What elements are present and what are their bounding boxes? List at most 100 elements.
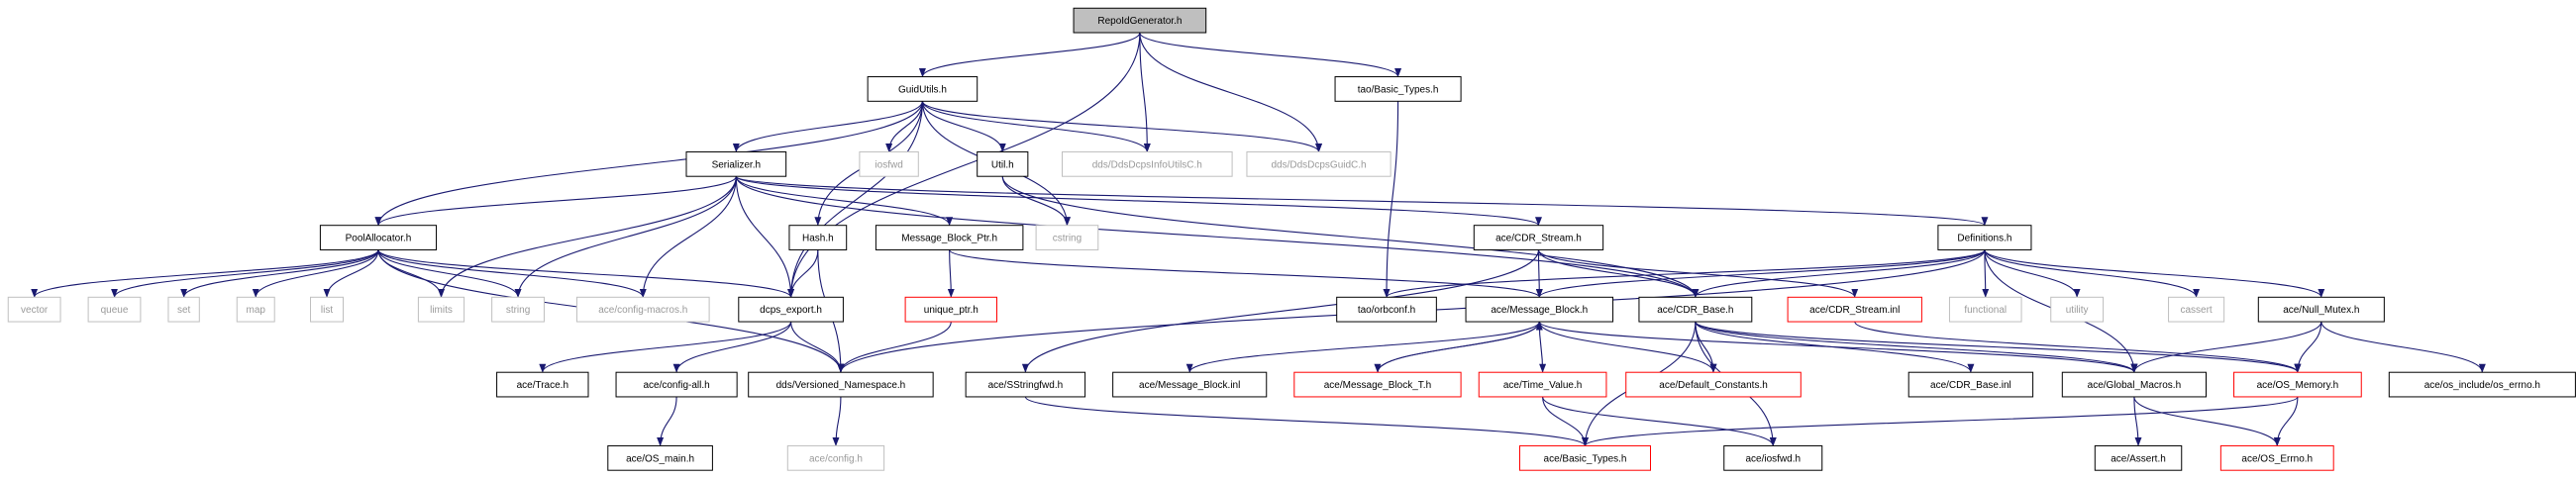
node-functional: functional bbox=[1948, 296, 2022, 323]
node-msgblock[interactable]: ace/Message_Block.h bbox=[1465, 296, 1614, 323]
edge-nullmutex-to-globalmacros bbox=[2130, 321, 2322, 373]
edge-definitions-to-utility bbox=[1984, 249, 2081, 298]
node-box bbox=[1723, 444, 1823, 471]
edge-guidutils-to-dcpsexport bbox=[787, 101, 923, 298]
node-cassert: cassert bbox=[2168, 296, 2225, 323]
node-box bbox=[685, 150, 787, 177]
node-root[interactable]: RepoIdGenerator.h bbox=[1073, 7, 1207, 34]
node-orbconf[interactable]: tao/orbconf.h bbox=[1336, 296, 1437, 323]
node-label: string bbox=[506, 305, 530, 316]
node-string: string bbox=[491, 296, 545, 323]
node-box bbox=[615, 371, 738, 398]
node-label: Definitions.h bbox=[1957, 234, 2011, 244]
node-box bbox=[2233, 371, 2362, 398]
node-limits: limits bbox=[417, 296, 465, 323]
node-configall[interactable]: ace/config-all.h bbox=[615, 371, 738, 398]
node-serializer[interactable]: Serializer.h bbox=[685, 150, 787, 177]
node-box bbox=[1907, 371, 2034, 398]
node-label: ace/os_include/os_errno.h bbox=[2424, 380, 2540, 391]
node-dds_infoutils: dds/DdsDcpsInfoUtilsC.h bbox=[1062, 150, 1233, 177]
node-label: Util.h bbox=[991, 159, 1014, 170]
node-uniqueptr[interactable]: unique_ptr.h bbox=[904, 296, 997, 323]
edge-root-to-dds_guidc bbox=[1139, 32, 1323, 152]
node-label: ace/iosfwd.h bbox=[1745, 453, 1801, 464]
edge-serializer-to-limits bbox=[438, 176, 737, 298]
node-box bbox=[1336, 296, 1437, 323]
node-basictypes[interactable]: ace/Basic_Types.h bbox=[1519, 444, 1651, 471]
node-cdrstream[interactable]: ace/CDR_Stream.h bbox=[1473, 225, 1604, 250]
edge-guidutils-to-iosfwd bbox=[885, 101, 923, 152]
node-dcpsexport[interactable]: dcps_export.h bbox=[738, 296, 844, 323]
node-cdrbase[interactable]: ace/CDR_Base.h bbox=[1638, 296, 1753, 323]
node-label: ace/Global_Macros.h bbox=[2088, 380, 2182, 391]
node-label: ace/Message_Block.h bbox=[1491, 305, 1588, 316]
edge-definitions-to-nullmutex bbox=[1984, 249, 2325, 298]
edge-hash-to-dcpsexport bbox=[787, 249, 819, 298]
node-definitions[interactable]: Definitions.h bbox=[1937, 225, 2032, 250]
node-label: ace/CDR_Stream.h bbox=[1495, 234, 1582, 244]
edge-poolalloc-to-queue bbox=[111, 249, 379, 298]
node-mbt[interactable]: ace/Message_Block_T.h bbox=[1293, 371, 1462, 398]
node-sstringfwd[interactable]: ace/SStringfwd.h bbox=[965, 371, 1086, 398]
edge-cdrstream-to-cdrbase bbox=[1537, 249, 1700, 298]
node-tao_basic[interactable]: tao/Basic_Types.h bbox=[1334, 76, 1462, 102]
node-label: ace/Trace.h bbox=[517, 380, 568, 391]
node-globalmacros[interactable]: ace/Global_Macros.h bbox=[2061, 371, 2208, 398]
node-label: ace/CDR_Base.h bbox=[1657, 305, 1733, 316]
edge-poolalloc-to-map bbox=[252, 249, 379, 298]
edge-tao_basic-to-orbconf bbox=[1383, 101, 1399, 298]
node-label: ace/Basic_Types.h bbox=[1544, 453, 1627, 464]
edge-nullmutex-to-osmemory bbox=[2294, 322, 2322, 373]
node-label: dcps_export.h bbox=[760, 305, 822, 316]
edge-poolalloc-to-string bbox=[377, 249, 522, 298]
edge-guidutils-to-dds_infoutils bbox=[921, 101, 1151, 152]
node-box bbox=[1035, 225, 1099, 250]
node-assert[interactable]: ace/Assert.h bbox=[2094, 444, 2183, 471]
edge-definitions-to-cdrbase bbox=[1692, 249, 1986, 298]
node-map: map bbox=[236, 296, 275, 323]
node-mbptr[interactable]: Message_Block_Ptr.h bbox=[875, 225, 1024, 250]
node-defconst[interactable]: ace/Default_Constants.h bbox=[1625, 371, 1802, 398]
node-cdrstreaminl[interactable]: ace/CDR_Stream.inl bbox=[1787, 296, 1922, 323]
node-box bbox=[1062, 150, 1233, 177]
node-mbinl[interactable]: ace/Message_Block.inl bbox=[1112, 371, 1268, 398]
node-versioned[interactable]: dds/Versioned_Namespace.h bbox=[748, 371, 934, 398]
edge-guidutils-to-poolalloc bbox=[374, 101, 923, 227]
node-aceiosfwd[interactable]: ace/iosfwd.h bbox=[1723, 444, 1823, 471]
node-oserrno[interactable]: ace/OS_Errno.h bbox=[2219, 444, 2334, 471]
node-timevalue[interactable]: ace/Time_Value.h bbox=[1478, 371, 1607, 398]
node-osmemory[interactable]: ace/OS_Memory.h bbox=[2233, 371, 2362, 398]
edge-root-to-guidutils bbox=[919, 32, 1141, 78]
edge-msgblock-to-mbinl bbox=[1185, 321, 1540, 373]
node-label: tao/Basic_Types.h bbox=[1358, 84, 1439, 95]
node-label: list bbox=[321, 305, 333, 316]
node-label: functional bbox=[1964, 305, 2007, 316]
node-box bbox=[2257, 296, 2385, 323]
node-label: ace/OS_Errno.h bbox=[2241, 453, 2313, 464]
node-queue: queue bbox=[87, 296, 142, 323]
edge-mbptr-to-msgblock bbox=[949, 248, 1543, 298]
node-guidutils[interactable]: GuidUtils.h bbox=[867, 76, 979, 102]
node-configh: ace/config.h bbox=[786, 444, 885, 471]
node-label: tao/orbconf.h bbox=[1358, 305, 1415, 316]
node-poolalloc[interactable]: PoolAllocator.h bbox=[319, 225, 438, 250]
node-oserrnoinc[interactable]: ace/os_include/os_errno.h bbox=[2388, 371, 2576, 398]
node-util[interactable]: Util.h bbox=[977, 150, 1029, 177]
node-hash[interactable]: Hash.h bbox=[788, 225, 848, 250]
node-iosfwd: iosfwd bbox=[859, 150, 919, 177]
edge-util-to-cstring bbox=[1001, 176, 1071, 227]
node-label: ace/CDR_Stream.inl bbox=[1809, 305, 1900, 316]
node-cdrbaseinl[interactable]: ace/CDR_Base.inl bbox=[1907, 371, 2034, 398]
node-label: ace/OS_Memory.h bbox=[2257, 380, 2339, 391]
node-box bbox=[904, 296, 997, 323]
node-nullmutex[interactable]: ace/Null_Mutex.h bbox=[2257, 296, 2385, 323]
node-trace[interactable]: ace/Trace.h bbox=[496, 371, 589, 398]
edge-nullmutex-to-oserrnoinc bbox=[2320, 321, 2486, 373]
node-label: Hash.h bbox=[802, 234, 834, 244]
edge-root-to-tao_basic bbox=[1139, 32, 1401, 78]
node-utility: utility bbox=[2050, 296, 2105, 323]
node-box bbox=[2061, 371, 2208, 398]
node-osmain[interactable]: ace/OS_main.h bbox=[607, 444, 713, 471]
node-cstring: cstring bbox=[1035, 225, 1099, 250]
